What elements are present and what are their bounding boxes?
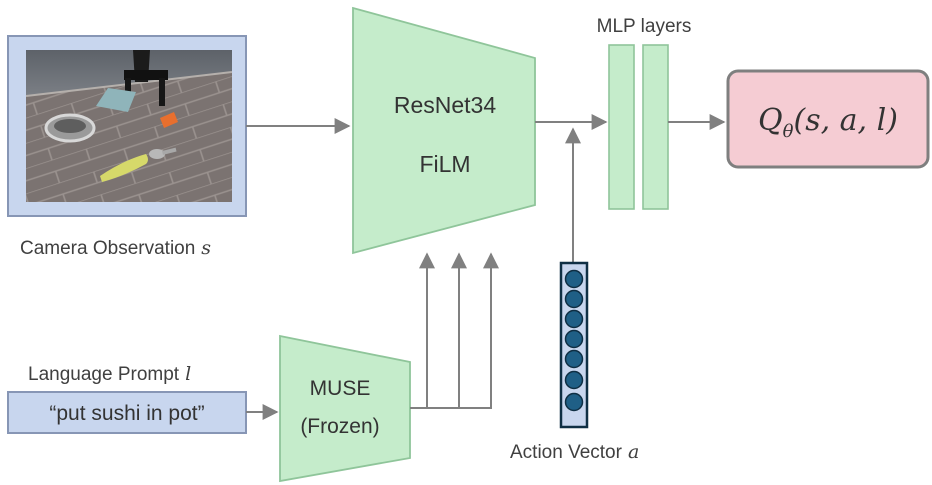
muse-to-resnet-arrows — [410, 252, 499, 409]
action-node — [564, 309, 584, 329]
mlp-layer-1 — [608, 44, 635, 210]
resnet-film-block: ResNet34 FiLM — [352, 6, 536, 255]
muse-label: MUSE — [310, 377, 371, 400]
action-node — [564, 370, 584, 390]
action-vector-block — [559, 261, 589, 429]
q-function-text: Qθ(s, a, l) — [758, 103, 898, 142]
mlp-layer-2 — [642, 44, 669, 210]
action-node — [564, 289, 584, 309]
action-node — [564, 329, 584, 349]
language-prompt-text: “put sushi in pot” — [49, 402, 204, 425]
action-node — [564, 392, 584, 412]
mlp-layers-label: MLP layers — [597, 16, 692, 37]
frozen-label: (Frozen) — [300, 415, 379, 438]
camera-image — [25, 50, 233, 202]
film-label: FiLM — [419, 151, 470, 177]
resnet-label: ResNet34 — [394, 92, 496, 118]
language-prompt-box: “put sushi in pot” — [7, 391, 247, 434]
q-output-block: Qθ(s, a, l) — [726, 69, 930, 169]
action-node — [564, 269, 584, 289]
mlp-layers-block — [608, 44, 669, 210]
action-node — [564, 349, 584, 369]
muse-block: MUSE (Frozen) — [279, 334, 411, 483]
camera-observation-block — [7, 35, 247, 217]
